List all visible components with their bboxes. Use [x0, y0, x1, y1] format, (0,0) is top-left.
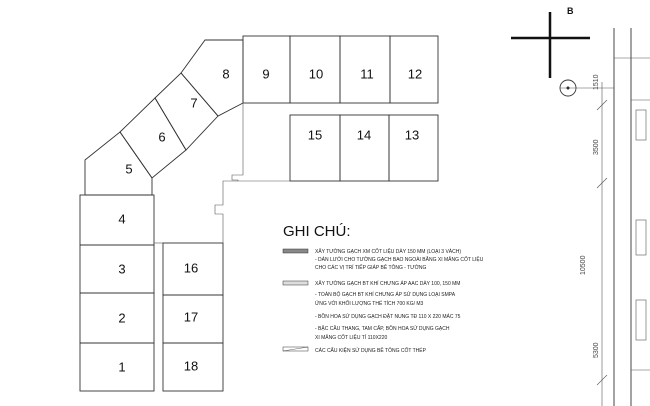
legend-item-7: - BỒN HOA SỬ DỤNG GẠCH ĐẶT NUNG TĐ 110 X…	[315, 313, 461, 320]
room-14	[339, 114, 390, 182]
room-label-4: 4	[118, 211, 125, 226]
room-group-left-column	[79, 194, 155, 392]
room-1	[79, 342, 155, 392]
room-label-7: 7	[190, 95, 197, 110]
room-label-14: 14	[357, 127, 371, 142]
room-5	[84, 131, 153, 196]
room-label-16: 16	[184, 260, 198, 275]
room-label-6: 6	[158, 129, 165, 144]
corridor-outline	[231, 103, 290, 182]
room-label-9: 9	[262, 66, 269, 81]
room-label-15: 15	[308, 127, 322, 142]
room-label-12: 12	[408, 66, 422, 81]
adjacent-fixture-2	[635, 219, 647, 256]
room-13	[388, 114, 439, 182]
room-group-second-row	[289, 114, 439, 182]
room-3	[79, 244, 155, 294]
adjacent-fixture-3	[635, 299, 647, 341]
compass-label: B	[567, 6, 574, 16]
legend-item-8: - BẬC CẦU THANG, TAM CẤP, BỒN HOA SỬ DỤN…	[315, 325, 450, 332]
room-label-5: 5	[125, 161, 132, 176]
legend-item-10: CÁC CẤU KIỆN SỬ DỤNG BÊ TÔNG CỐT THÉP	[315, 346, 427, 354]
legend: GHI CHÚ: XÂY TƯỜNG GẠCH XM CỐT LIỆU DÀY …	[282, 223, 484, 354]
dim-tick-2	[596, 177, 608, 189]
room-label-1: 1	[118, 359, 125, 374]
legend-title: GHI CHÚ:	[283, 223, 351, 240]
legend-swatch-brick	[282, 248, 309, 254]
room-group-diagonal-wing	[84, 39, 244, 196]
dimension-label-10500: 10500	[580, 255, 587, 275]
dimension-chain: 1510 3500 10500 5300	[559, 74, 614, 406]
legend-item-9: XI MĂNG CỐT LIỆU TỈ 110X220	[315, 333, 387, 341]
room-label-13: 13	[405, 127, 419, 142]
adjacent-fixture-1	[635, 109, 647, 141]
room-label-2: 2	[118, 310, 125, 325]
corridor-outline-lower	[214, 180, 238, 243]
room-2	[79, 292, 155, 344]
legend-swatch-aac	[282, 280, 309, 286]
room-group-middle-column	[162, 242, 224, 392]
room-12	[389, 35, 439, 104]
room-18	[162, 342, 224, 392]
room-group-top-row	[242, 35, 439, 104]
room-4	[79, 194, 155, 246]
room-label-8: 8	[222, 66, 229, 81]
dimension-label-5300: 5300	[593, 342, 600, 358]
room-labels: 4 3 2 1 16 17 18 5 6 7 8 9 10 11 12 15 1…	[118, 66, 422, 374]
legend-item-5: - TOÀN BỘ GẠCH BT KHÍ CHƯNG ÁP SỬ DỤNG L…	[315, 291, 456, 298]
legend-item-6: ỨNG VỚI KHỐI LƯỢNG THỂ TÍCH 700 KG/ M3	[315, 300, 424, 307]
legend-item-3: CHO CÁC VỊ TRÍ TIẾP GIÁP BÊ TÔNG - TƯỜNG	[315, 263, 426, 271]
dim-tick-3	[596, 374, 608, 386]
room-label-10: 10	[309, 66, 323, 81]
legend-item-1: XÂY TƯỜNG GẠCH XM CỐT LIỆU DÀY 150 MM (L…	[315, 247, 461, 255]
room-15	[289, 114, 341, 182]
room-label-11: 11	[360, 66, 374, 81]
adjacent-building	[613, 28, 650, 406]
dimension-label-3500: 3500	[593, 139, 600, 155]
room-label-17: 17	[184, 309, 198, 324]
legend-item-4: XÂY TƯỜNG GẠCH BT KHÍ CHƯNG ÁP AAC DÀY 1…	[315, 280, 460, 287]
legend-swatch-concrete-hatch	[282, 346, 309, 352]
dimension-label-top: 1510	[593, 74, 600, 90]
room-label-18: 18	[184, 358, 198, 373]
compass: B	[511, 6, 590, 78]
room-label-3: 3	[118, 261, 125, 276]
dim-tick-1	[596, 99, 608, 111]
legend-item-2: - DÁN LƯỚI CHO TƯỜNG GẠCH BAO NGOÀI BẰNG…	[315, 255, 484, 263]
